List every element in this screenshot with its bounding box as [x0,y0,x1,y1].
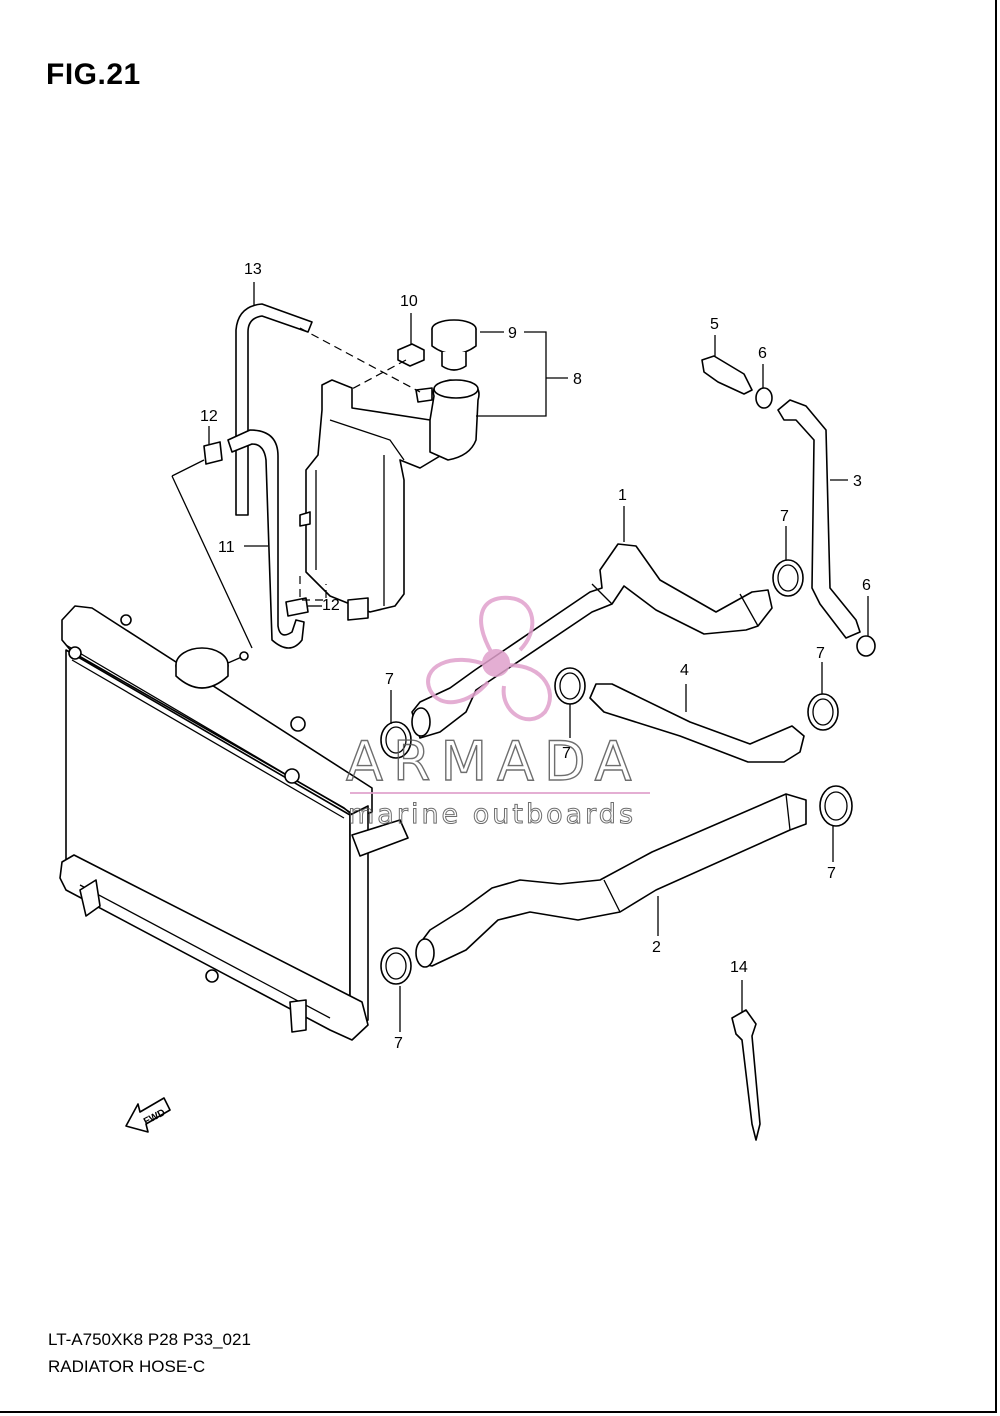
reservoir-cap [431,319,477,371]
callout-10: 10 [400,293,418,310]
callout-2: 2 [652,939,661,956]
callout-6-upper: 6 [758,345,767,362]
callout-6-lower: 6 [862,577,871,594]
callout-4: 4 [680,662,689,679]
breather-hose [227,429,305,649]
clamp-7-f [380,947,412,985]
radiator [59,605,409,1041]
bypass-hose [777,399,861,639]
callout-1: 1 [618,487,627,504]
clamp-7-e [819,785,853,827]
callout-7-b: 7 [816,645,825,662]
callout-12-upper: 12 [200,408,218,425]
model-code: LT-A750XK8 P28 P33_021 [48,1330,251,1349]
water-hose [589,683,805,763]
callout-12-lower: 12 [322,597,340,614]
callout-7-a: 7 [780,508,789,525]
callout-7-c: 7 [385,671,394,688]
cable-tie [731,1009,761,1141]
figure-title: FIG.21 [46,58,141,91]
reservoir-tank [299,379,480,621]
clamp-6-upper [755,387,773,409]
callout-14: 14 [730,959,748,976]
watermark-brand: ARMADA [346,730,642,793]
callout-13: 13 [244,261,262,278]
clamp-6-lower [856,635,876,657]
callout-8: 8 [573,371,582,388]
armada-watermark: ARMADA marine outboards [345,595,650,831]
callout-11: 11 [218,539,235,556]
watermark-tagline: marine outboards [348,799,636,830]
callout-7-d: 7 [562,745,571,762]
clamp-7-b [554,667,586,705]
callout-5: 5 [710,316,719,333]
callout-9: 9 [508,325,517,342]
radiator-inlet-hose [411,543,773,739]
fwd-arrow: FWD [125,1097,171,1133]
hose-clip-lower [285,597,309,617]
propeller-logo-icon [426,595,552,722]
clamp-7-a [772,559,804,597]
overflow-hose [235,303,313,516]
clamp-7-d [807,693,839,731]
callout-7-f: 7 [394,1035,403,1052]
callout-7-e: 7 [827,865,836,882]
figure-caption: RADIATOR HOSE-C [48,1357,206,1376]
leader-lines [171,282,869,1032]
clamp-7-c [380,721,412,759]
callout-3: 3 [853,473,862,490]
hose-clip-upper [203,441,223,465]
callouts: 13 10 9 8 5 6 3 6 12 1 7 11 12 7 4 7 7 7… [200,261,871,1052]
union-fitting [701,355,753,395]
radiator-outlet-hose [415,793,807,968]
